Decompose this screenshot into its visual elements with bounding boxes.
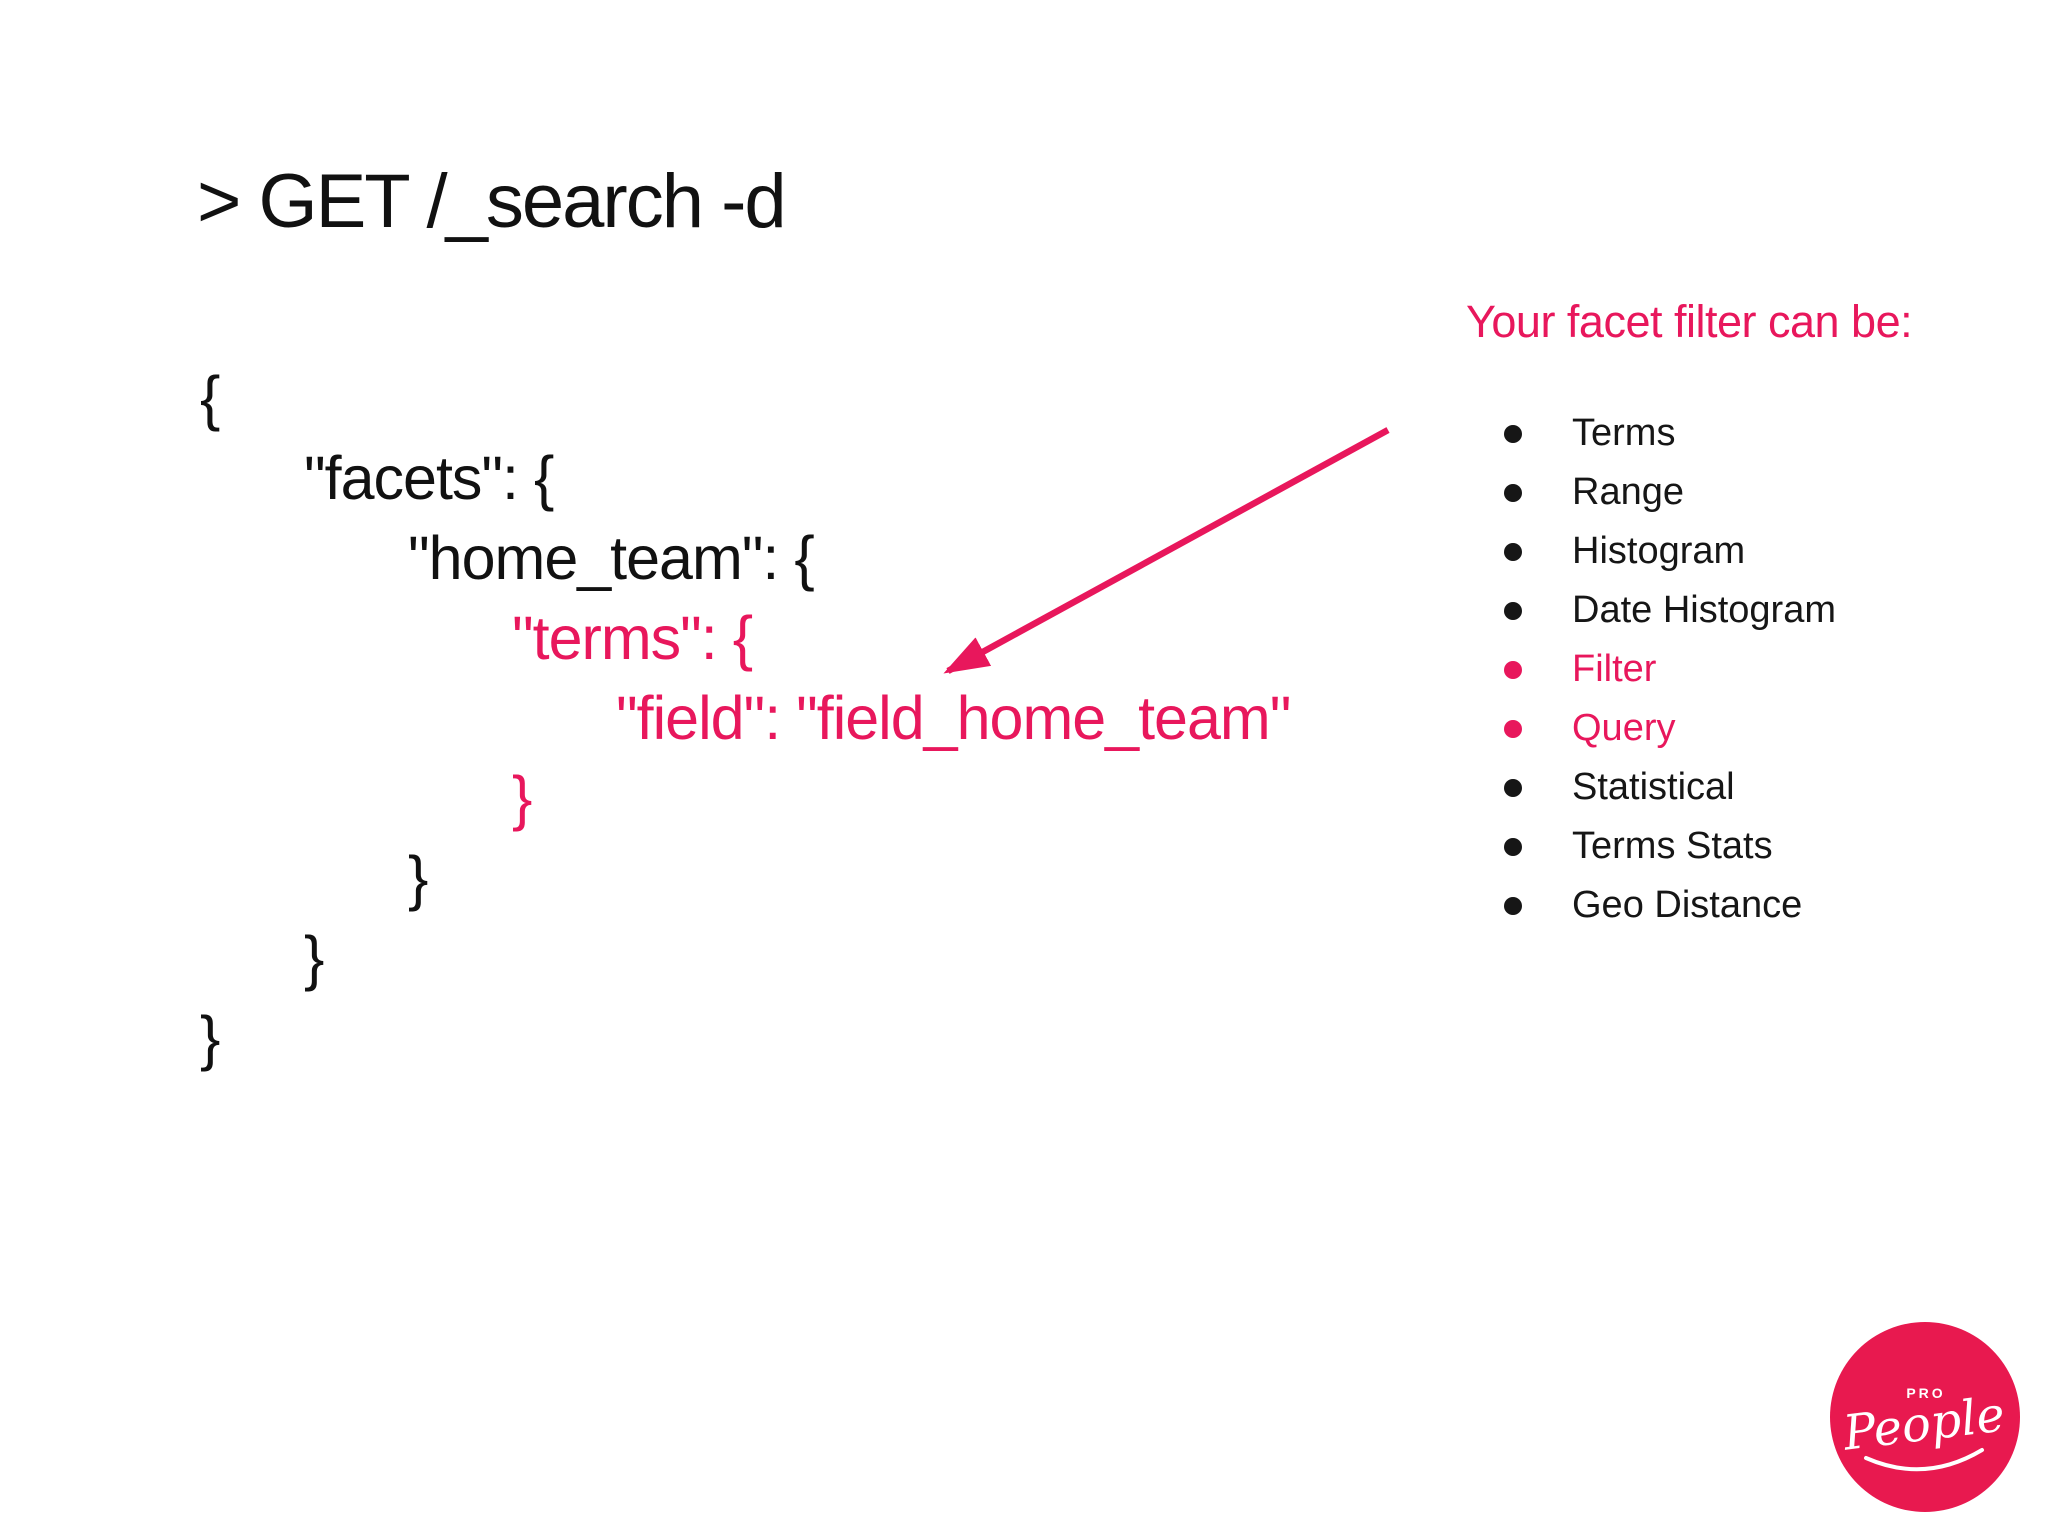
bullet-icon <box>1504 542 1522 561</box>
logo-pro-label: PRO <box>1906 1385 1945 1401</box>
logo-flourish <box>1864 1448 1984 1472</box>
propeople-logo-icon: PRO People <box>1830 1322 2020 1512</box>
code-block: { "facets": { "home_team": { "terms": { "fie… <box>200 358 1291 1078</box>
facet-list-item: Query <box>1500 699 1836 758</box>
code-line: } <box>408 844 428 912</box>
facet-label: Date Histogram <box>1572 589 1836 631</box>
facet-list-item: Filter <box>1500 640 1836 699</box>
page-title: > GET /_search -d <box>197 159 787 244</box>
bullet-icon <box>1504 778 1522 797</box>
facet-label: Terms <box>1572 412 1676 454</box>
facet-label: Filter <box>1572 648 1657 690</box>
facet-list-item: Histogram <box>1500 522 1836 581</box>
propeople-logo: PRO People <box>1830 1322 2020 1512</box>
facet-label: Statistical <box>1572 766 1735 808</box>
bullet-icon <box>1504 660 1522 679</box>
code-line: "terms": { <box>512 604 753 672</box>
facet-list-item: Range <box>1500 463 1836 522</box>
bullet-icon <box>1504 601 1522 620</box>
bullet-icon <box>1504 483 1522 502</box>
code-line: } <box>200 1004 220 1072</box>
facet-list-item: Geo Distance <box>1500 876 1836 935</box>
code-line: } <box>512 764 532 832</box>
bullet-icon <box>1504 719 1522 738</box>
code-line: { <box>200 364 220 432</box>
code-line: "field": "field_home_team" <box>616 684 1291 752</box>
facet-list-item: Statistical <box>1500 758 1836 817</box>
facet-list-item: Date Histogram <box>1500 581 1836 640</box>
facet-label: Range <box>1572 471 1684 513</box>
facet-label: Histogram <box>1572 530 1746 572</box>
bullet-icon <box>1504 424 1522 443</box>
facet-list-item: Terms <box>1500 404 1836 463</box>
bullet-icon <box>1504 837 1522 856</box>
code-line: } <box>304 924 324 992</box>
facet-label: Query <box>1572 707 1676 749</box>
code-line: "home_team": { <box>408 524 815 592</box>
facet-label: Geo Distance <box>1572 884 1803 926</box>
bullet-icon <box>1504 896 1522 915</box>
facet-label: Terms Stats <box>1572 825 1773 867</box>
facet-list-item: Terms Stats <box>1500 817 1836 876</box>
code-line: "facets": { <box>304 444 554 512</box>
panel-heading: Your facet filter can be: <box>1466 296 1913 347</box>
